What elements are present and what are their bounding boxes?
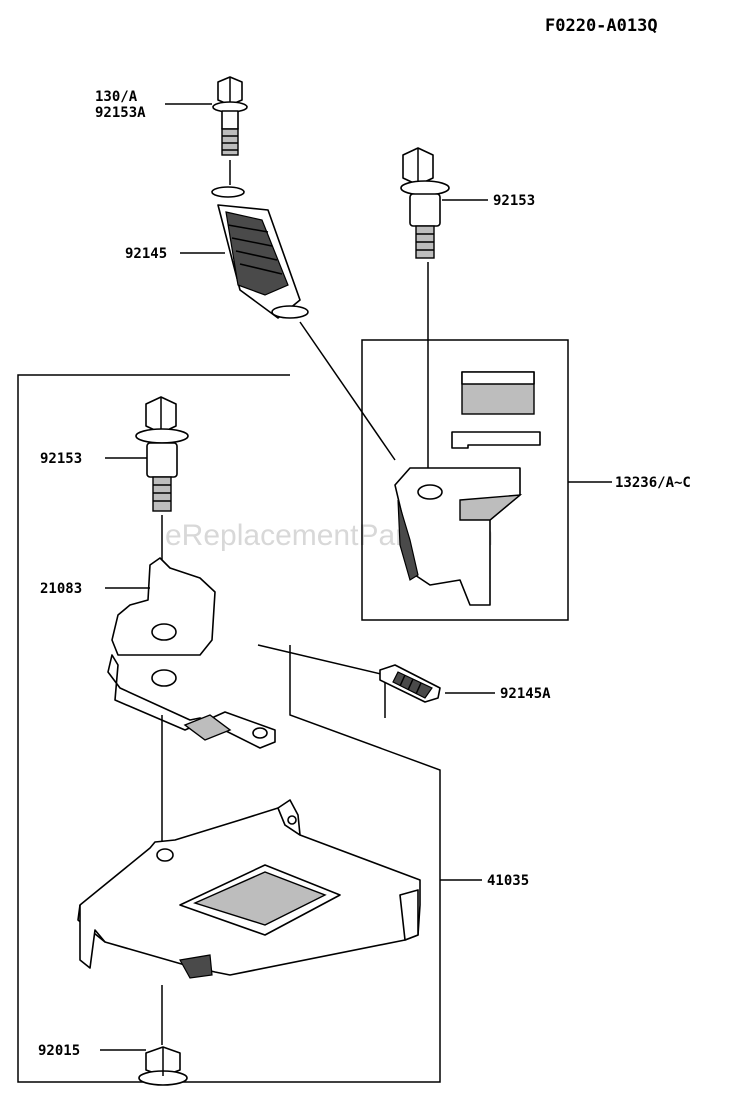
- nut-92015: [138, 1046, 188, 1086]
- label-92153-left: 92153: [40, 451, 82, 467]
- axis-spring-92145: [299, 321, 396, 461]
- label-21083: 21083: [40, 581, 82, 597]
- label-92153-right: 92153: [493, 193, 535, 209]
- label-92153a: 92153A: [95, 105, 146, 121]
- spring-92145a: [379, 664, 441, 703]
- label-92015: 92015: [38, 1043, 80, 1059]
- spring-link-frame: [257, 644, 386, 718]
- kit-13236-parts: [394, 371, 541, 606]
- bracket-group-frame: [17, 374, 441, 1083]
- label-92145a: 92145A: [500, 686, 551, 702]
- label-92145: 92145: [125, 246, 167, 262]
- spring-92145: [211, 186, 309, 319]
- bolt-130a: [212, 76, 248, 156]
- diagram-code: F0220-A013Q: [545, 16, 658, 36]
- plate-21083: [107, 557, 276, 749]
- bolt-92153-left: [135, 396, 189, 512]
- label-41035: 41035: [487, 873, 529, 889]
- label-13236: 13236/A~C: [615, 475, 691, 491]
- bracket-41035: [77, 799, 421, 979]
- kit-group-frame: [361, 339, 569, 621]
- bolt-92153-right: [400, 147, 450, 259]
- label-130a: 130/A: [95, 89, 138, 105]
